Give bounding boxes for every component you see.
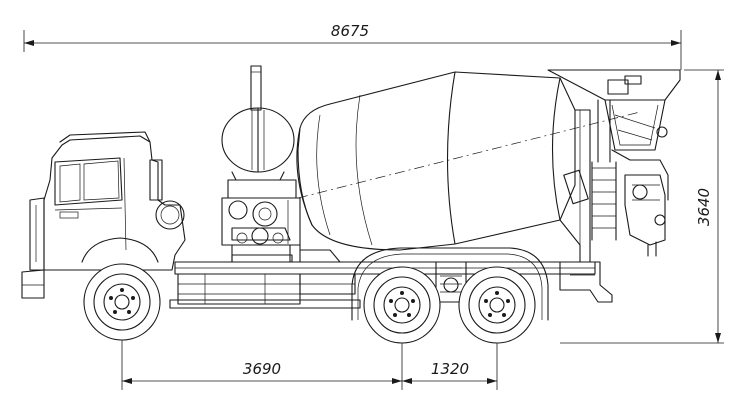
height-label: 3640 — [695, 188, 713, 226]
discharge-chute — [611, 149, 669, 257]
dimension-axle-spacing: 3690 1320 — [121, 300, 498, 390]
hydraulic-pump-unit — [221, 179, 301, 263]
front-wheel — [83, 263, 161, 341]
rear-wheel-1 — [363, 266, 441, 344]
rear-wheel-2 — [458, 266, 536, 344]
rear-axle-spacing-label: 1320 — [431, 360, 469, 378]
loading-hopper — [547, 69, 681, 151]
drum-support — [299, 109, 591, 263]
rear-bumper — [559, 261, 613, 303]
front-to-rear-axle-label: 3690 — [243, 360, 281, 378]
ladder — [591, 99, 617, 241]
cab — [21, 131, 186, 299]
dimension-height: 3640 — [560, 69, 724, 344]
water-tank — [221, 65, 295, 181]
dimension-overall-length: 8675 — [23, 22, 682, 70]
rear-fender — [351, 247, 549, 321]
overall-length-label: 8675 — [331, 22, 369, 40]
mixer-drum — [296, 71, 641, 251]
